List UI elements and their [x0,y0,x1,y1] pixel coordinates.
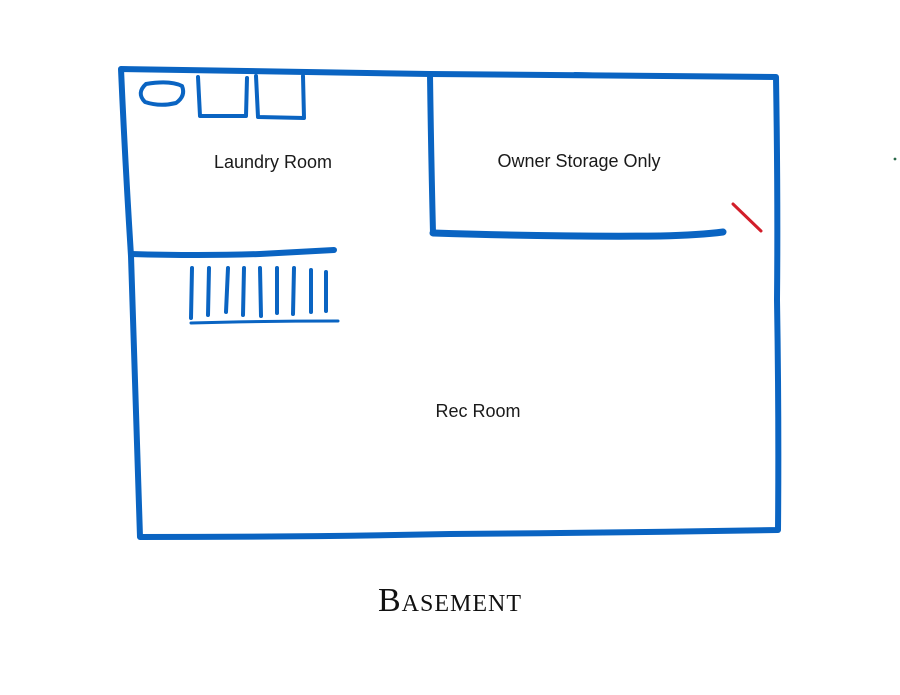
storage-bottom-wall [429,228,727,240]
room-label-laundry: Laundry Room [214,152,332,172]
room-label-storage: Owner Storage Only [497,151,660,171]
dryer-icon [254,74,306,120]
door-marker-icon [731,202,763,233]
stairs-icon [189,266,340,325]
speck-mark [893,157,897,161]
caption-text: Basement [377,582,522,619]
outer-wall [118,66,782,540]
plan-caption: Basement [0,582,900,620]
washer-icon [196,75,249,118]
storage-top-wall [573,72,778,79]
storage-left-wall [427,72,436,236]
room-label-rec: Rec Room [435,401,520,421]
laundry-divider-wall [128,247,337,258]
sink-icon [138,80,186,107]
